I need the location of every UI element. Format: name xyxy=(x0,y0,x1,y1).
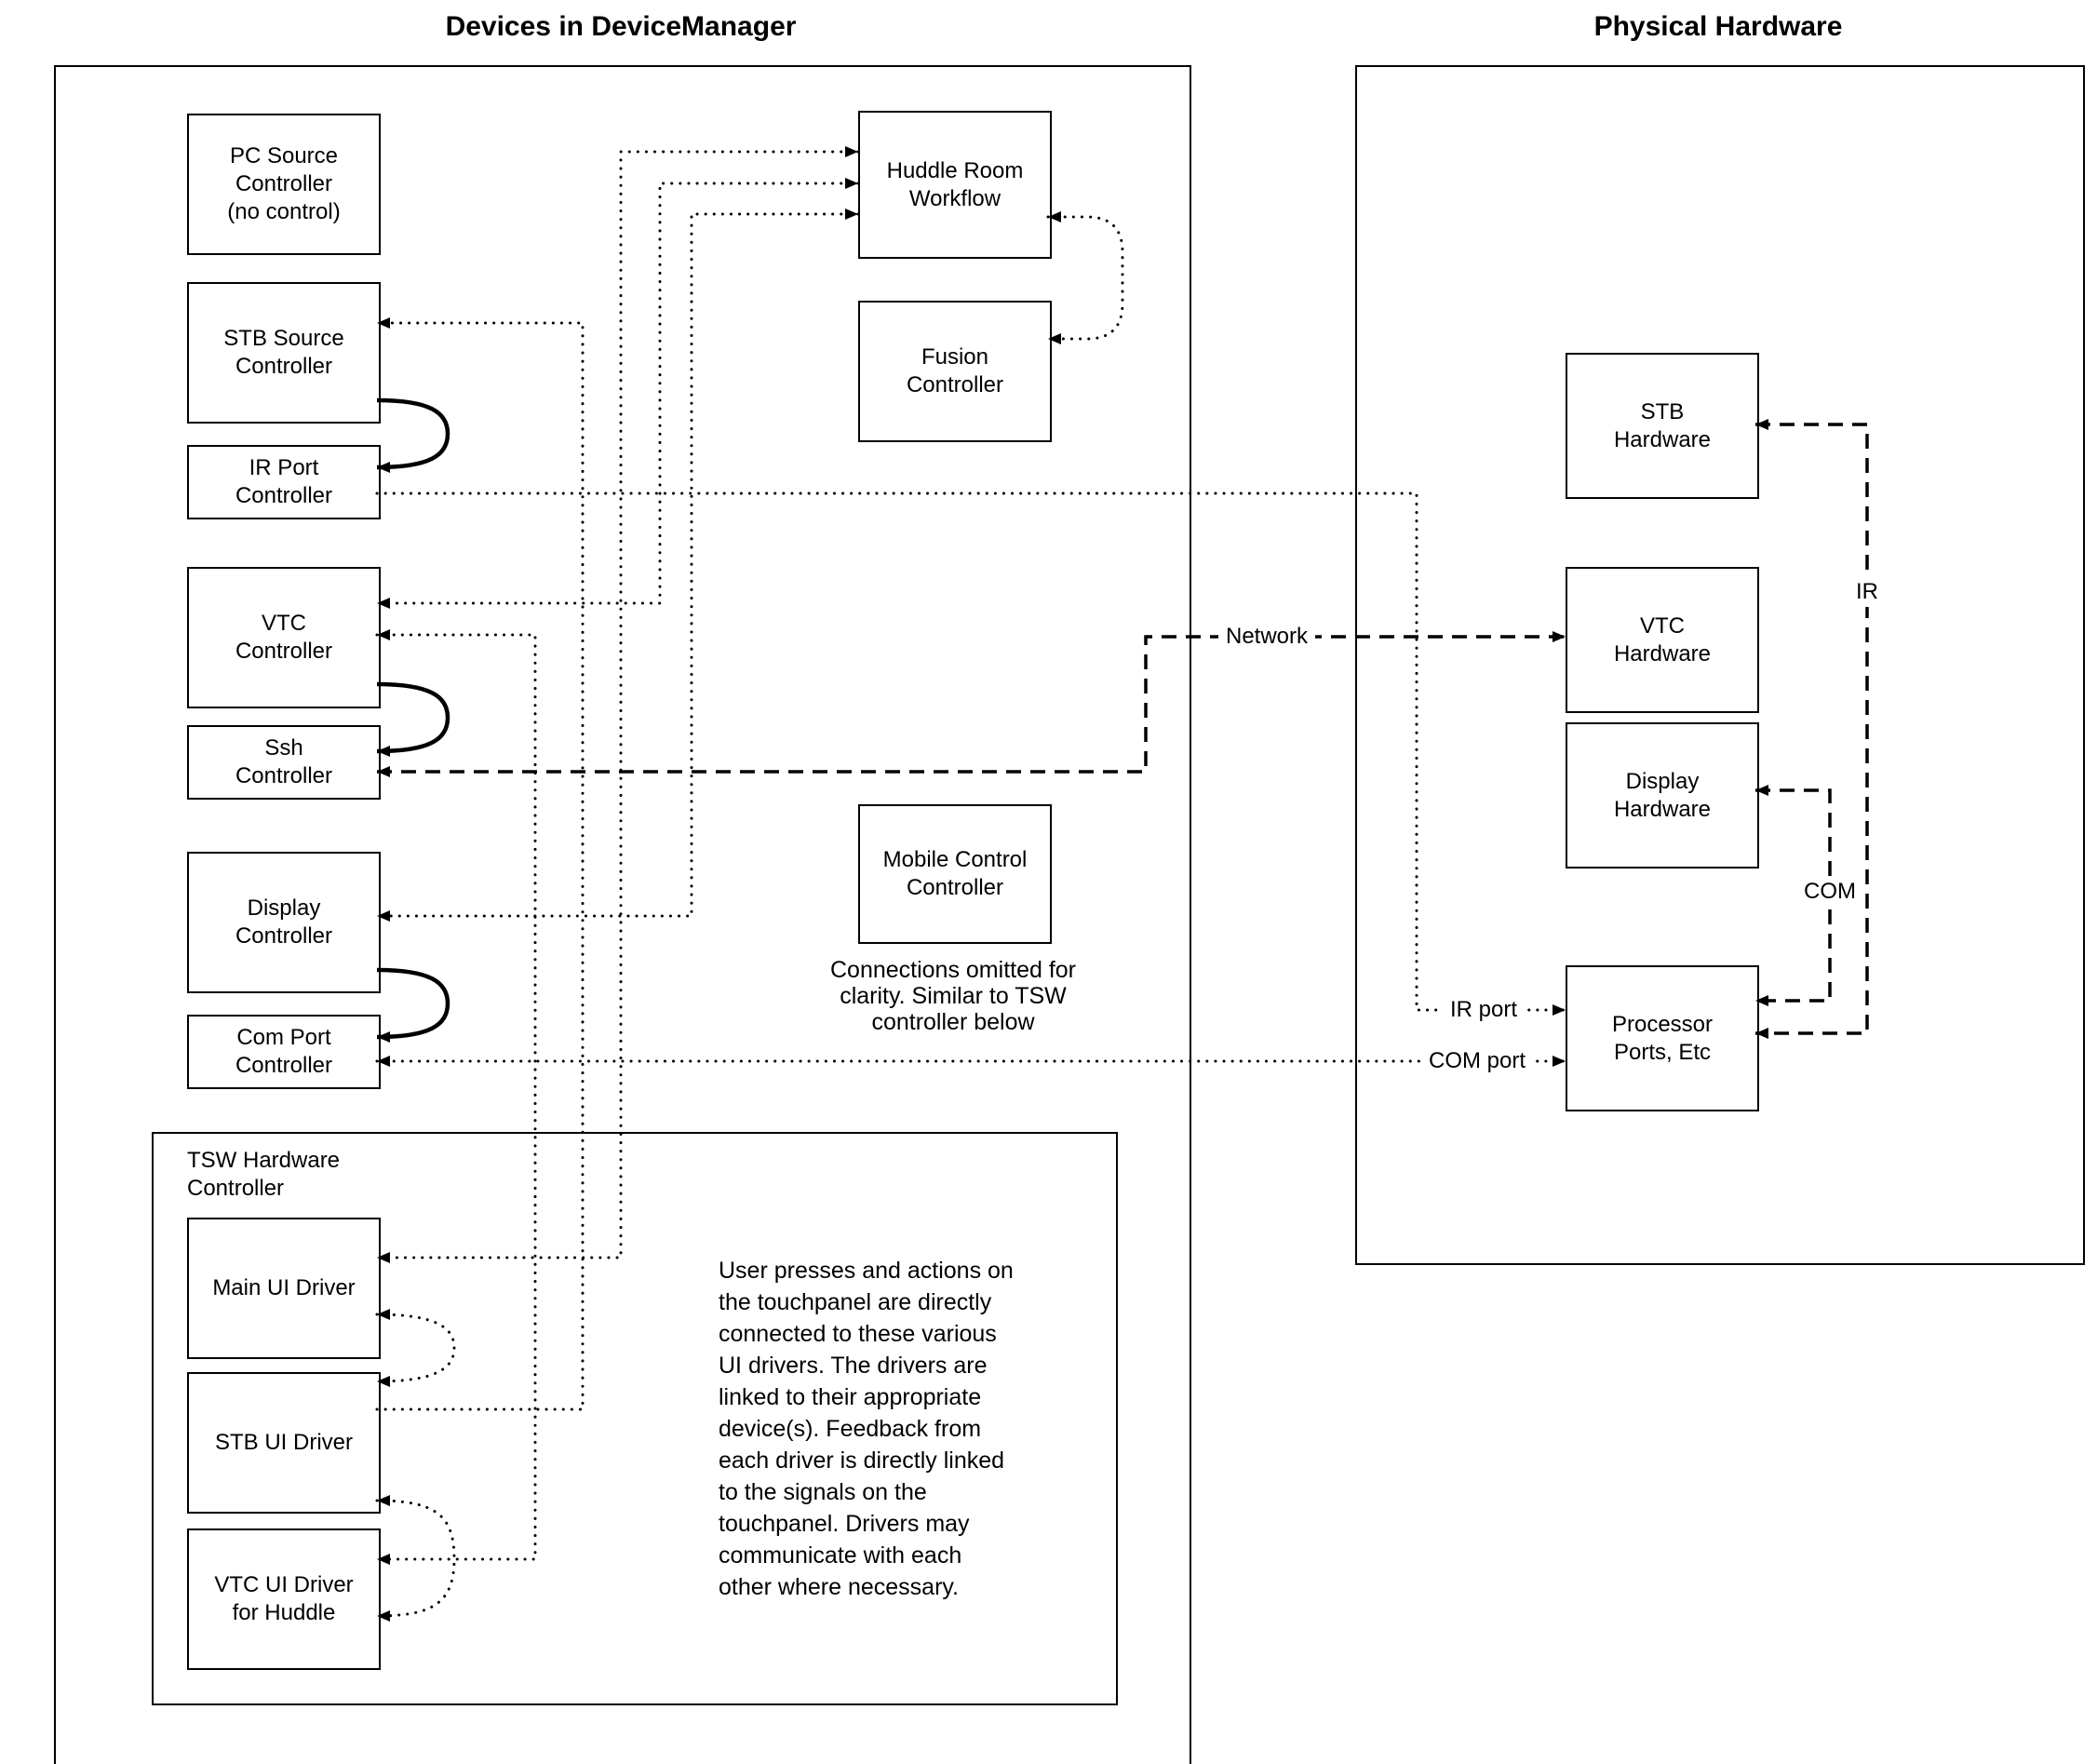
tsw-description-text: User presses and actions on the touchpan… xyxy=(719,1258,1014,1600)
stb-source-controller-label: STB Source Controller xyxy=(223,326,344,379)
left-panel-title: Devices in DeviceManager xyxy=(445,11,797,42)
com-port-controller-label: Com Port Controller xyxy=(235,1025,333,1078)
mobile-control-note: Connections omitted for clarity. Similar… xyxy=(829,957,1077,1035)
display-controller-box: Display Controller xyxy=(187,852,381,993)
main-ui-driver-box: Main UI Driver xyxy=(187,1218,381,1359)
display-hardware-box: Display Hardware xyxy=(1566,722,1759,869)
processor-ports-label: Processor Ports, Etc xyxy=(1611,1011,1714,1065)
vtc-ui-driver-box: VTC UI Driver for Huddle xyxy=(187,1528,381,1670)
fusion-controller-label: Fusion Controller xyxy=(906,344,1004,397)
pc-source-controller-box: PC Source Controller (no control) xyxy=(187,114,381,255)
ir-port-controller-label: IR Port Controller xyxy=(235,455,333,508)
fusion-controller-box: Fusion Controller xyxy=(858,301,1052,442)
ir-edge-label: IR xyxy=(1848,577,1886,607)
ssh-controller-label: Ssh Controller xyxy=(235,735,333,788)
vtc-ui-driver-label: VTC UI Driver for Huddle xyxy=(214,1572,354,1625)
tsw-hardware-controller-label: TSW Hardware Controller xyxy=(187,1148,341,1201)
stb-source-controller-box: STB Source Controller xyxy=(187,282,381,424)
ir-port-edge-label: IR port xyxy=(1442,995,1526,1025)
stb-ui-driver-box: STB UI Driver xyxy=(187,1372,381,1514)
ssh-controller-box: Ssh Controller xyxy=(187,725,381,800)
huddle-room-workflow-label: Huddle Room Workflow xyxy=(886,157,1024,211)
vtc-hardware-box: VTC Hardware xyxy=(1566,567,1759,713)
pc-source-controller-label: PC Source Controller (no control) xyxy=(227,143,341,224)
stb-hardware-box: STB Hardware xyxy=(1566,353,1759,499)
stb-hardware-label: STB Hardware xyxy=(1613,398,1712,452)
main-ui-driver-label: Main UI Driver xyxy=(212,1275,356,1300)
mobile-control-controller-label: Mobile Control Controller xyxy=(882,847,1028,900)
com-port-edge-label: COM port xyxy=(1420,1046,1534,1076)
network-edge-label: Network xyxy=(1217,622,1316,652)
vtc-controller-label: VTC Controller xyxy=(235,611,333,664)
vtc-controller-box: VTC Controller xyxy=(187,567,381,708)
com-edge-label: COM xyxy=(1796,877,1863,907)
processor-ports-box: Processor Ports, Etc xyxy=(1566,965,1759,1111)
ir-port-controller-box: IR Port Controller xyxy=(187,445,381,519)
display-controller-label: Display Controller xyxy=(235,895,333,949)
com-port-controller-box: Com Port Controller xyxy=(187,1015,381,1089)
vtc-hardware-label: VTC Hardware xyxy=(1613,613,1712,667)
stb-ui-driver-label: STB UI Driver xyxy=(214,1430,353,1455)
huddle-room-workflow-box: Huddle Room Workflow xyxy=(858,111,1052,259)
right-panel-title: Physical Hardware xyxy=(1593,11,1843,42)
display-hardware-label: Display Hardware xyxy=(1613,768,1712,822)
mobile-control-controller-box: Mobile Control Controller xyxy=(858,804,1052,944)
